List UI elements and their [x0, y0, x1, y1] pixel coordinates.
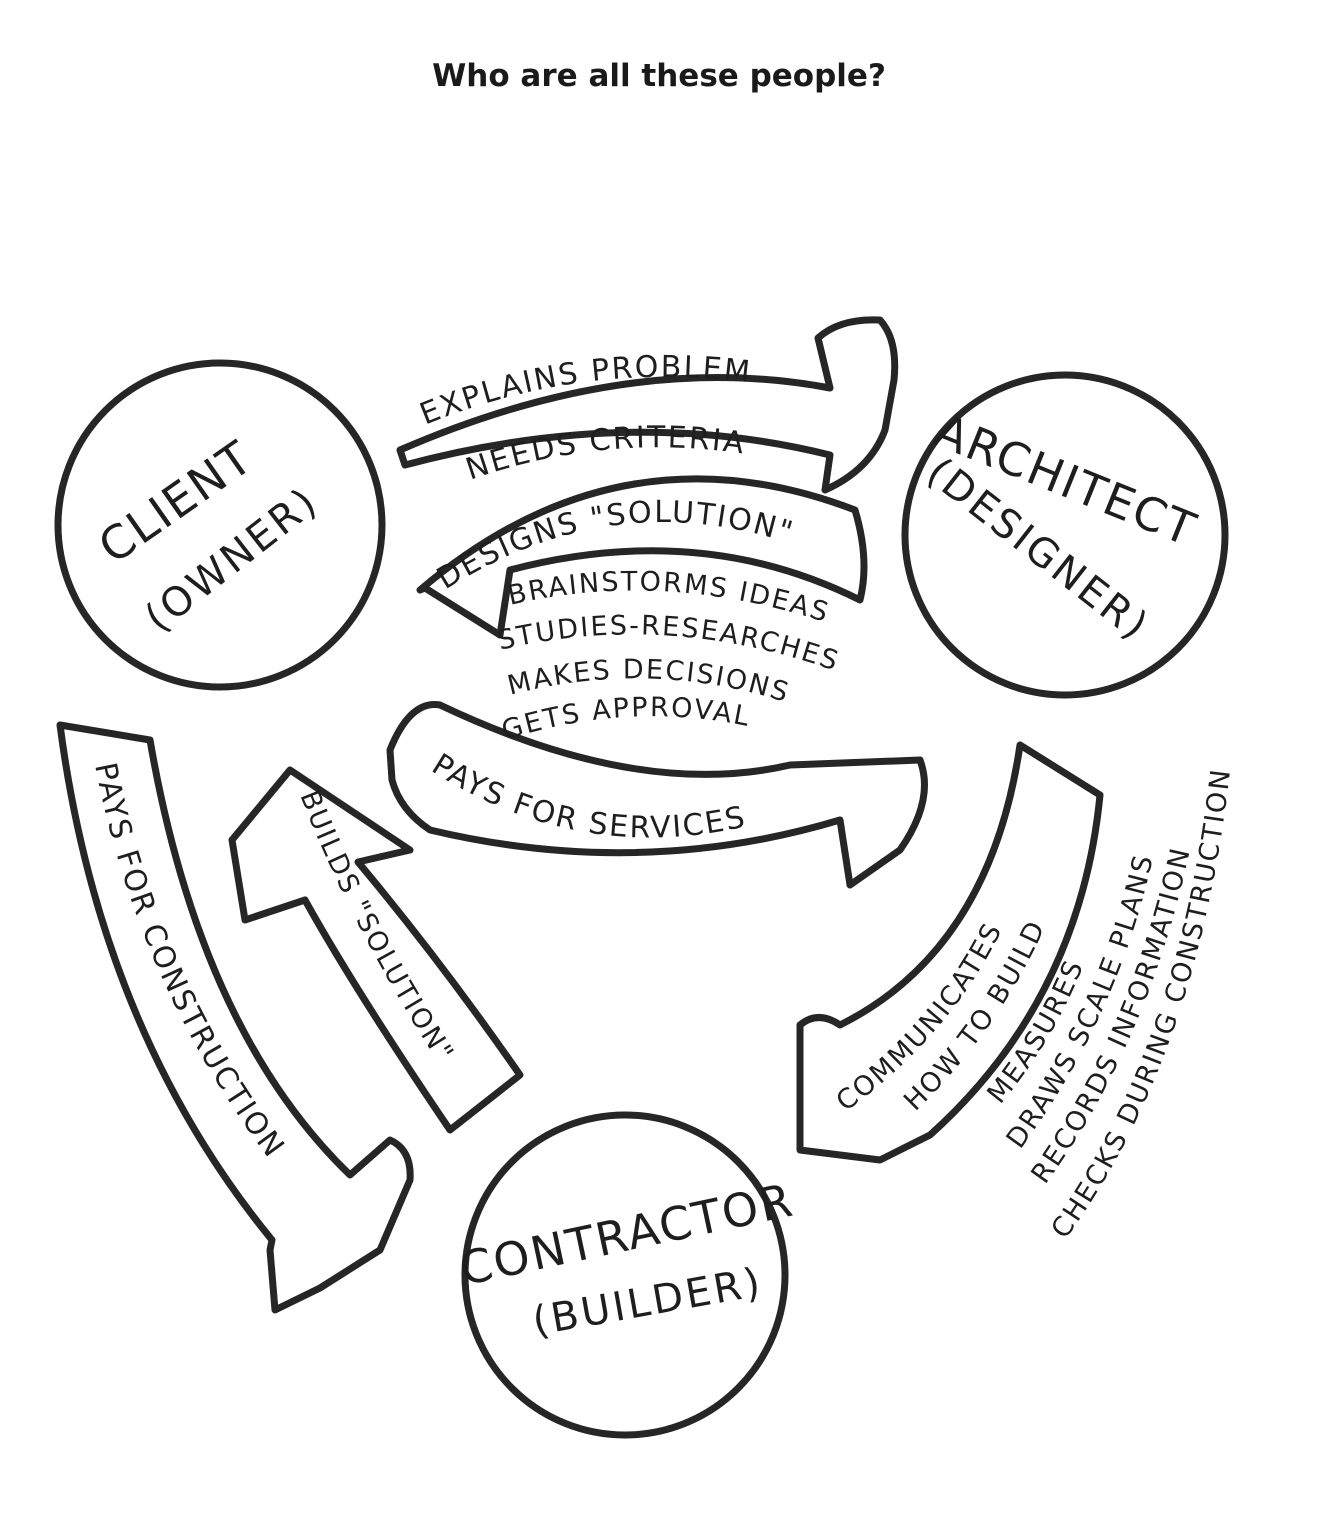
architect-circle — [901, 371, 1229, 699]
page-title: Who are all these people? — [432, 58, 886, 94]
communicates-arrow — [796, 741, 1104, 1164]
pays-for-services-arrow — [386, 701, 928, 889]
designs-solution-arrow — [416, 475, 868, 639]
design-activity-4: GETS APPROVAL — [498, 692, 753, 746]
builds-solution-arrow — [228, 766, 524, 1134]
pays-for-construction-arrow — [56, 721, 414, 1314]
contractor-circle — [461, 1111, 789, 1439]
explains-problem-arrow — [396, 316, 899, 494]
client-circle — [54, 359, 386, 691]
